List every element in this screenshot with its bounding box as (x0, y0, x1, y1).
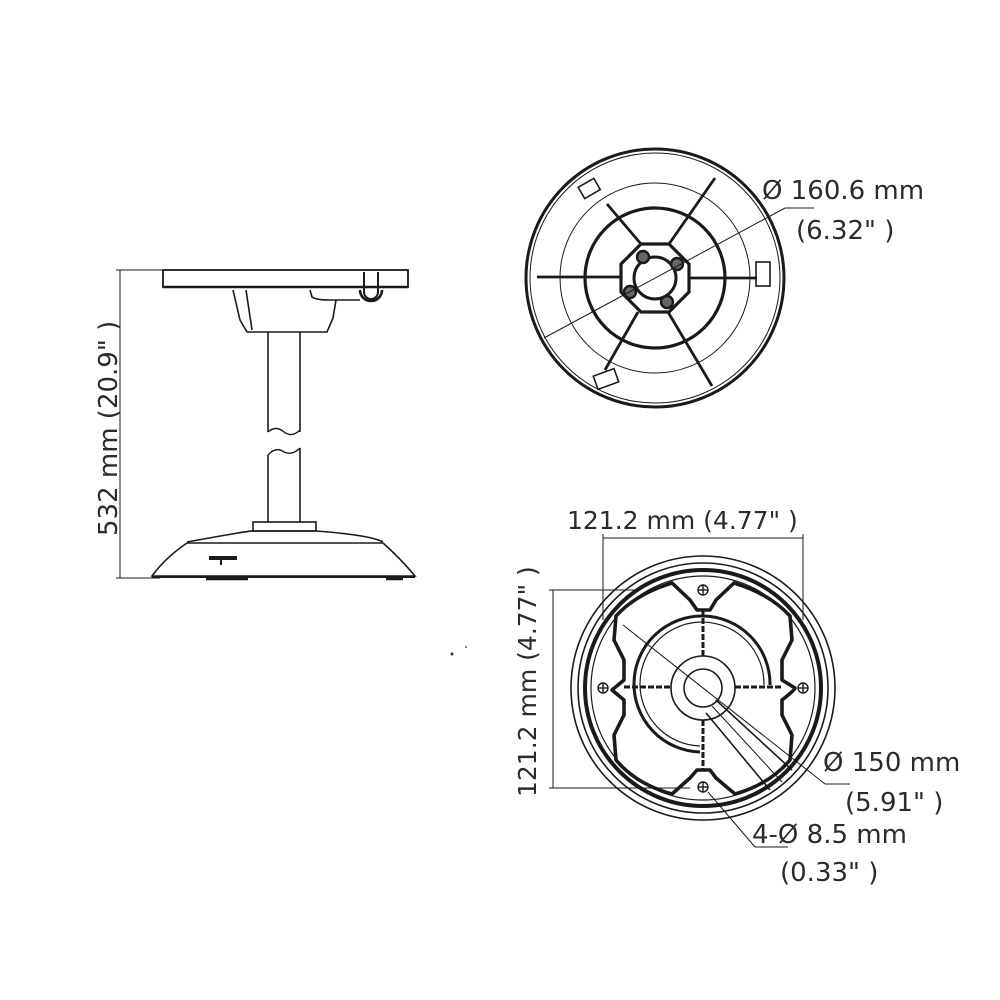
hole-spacing-width-label: 121.2 mm (4.77" ) (567, 506, 798, 535)
scalloped-ring (610, 581, 797, 796)
top-diameter-inch-label: (6.32" ) (796, 216, 895, 246)
base-outer-rim (570, 555, 836, 821)
inner-arc (632, 614, 772, 754)
side-view (116, 269, 417, 581)
center-hole (683, 668, 723, 708)
top-plate (162, 269, 409, 288)
mount-holes (597, 584, 809, 793)
top-diameter-label: Ø 160.6 mm (762, 176, 925, 206)
bracket-housing (232, 289, 337, 333)
mount-holes-label: 4-Ø 8.5 mm (752, 820, 907, 850)
diameter-leader (622, 624, 826, 785)
clip-tab (755, 261, 771, 287)
logo-mark (209, 556, 237, 560)
mount-holes-inch-label: (0.33" ) (780, 858, 879, 888)
holes-leader (707, 791, 756, 848)
base-collar (252, 521, 317, 532)
base-diameter-inch-label: (5.91" ) (845, 788, 944, 818)
outer-rim (524, 147, 786, 409)
bottom-view (549, 534, 850, 848)
hub-center (632, 255, 678, 301)
hole-spacing-height-label: 121.2 mm (4.77" ) (513, 566, 542, 797)
diameter-leader (543, 207, 786, 339)
clip-tab (592, 367, 620, 391)
top-view (524, 147, 814, 409)
cable-slot (705, 699, 793, 791)
base-diameter-label: Ø 150 mm (823, 748, 961, 778)
height-label: 532 mm (20.9" ) (94, 320, 124, 536)
base-dome (186, 530, 384, 543)
clip-tab (577, 177, 602, 200)
